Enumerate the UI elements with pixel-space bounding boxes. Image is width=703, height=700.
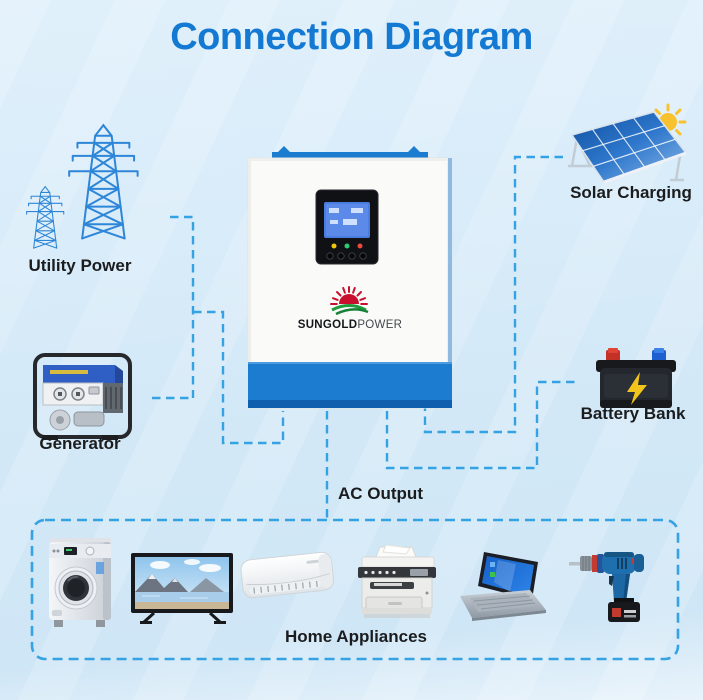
home-appliances-box — [30, 518, 680, 661]
brand-text: SUNGOLDPOWER — [298, 319, 403, 331]
inverter-display-panel — [315, 189, 379, 265]
home-appliances-label: Home Appliances — [284, 627, 428, 646]
solar-panel-icon — [568, 103, 688, 184]
utility-power-label: Utility Power — [28, 256, 132, 275]
inverter-bottom-band — [248, 362, 452, 408]
battery-bank-label: Battery Bank — [580, 404, 686, 423]
inverter-icon: SUNGOLDPOWER — [247, 146, 452, 409]
utility-power-towers-icon — [26, 124, 139, 249]
wire-utility-to-trunk — [170, 215, 195, 398]
battery-bank-icon — [596, 348, 676, 408]
wire-trunk-to-inverter-ac-in — [193, 310, 285, 445]
solar-charging-label: Solar Charging — [570, 183, 692, 202]
page-title: Connection Diagram — [170, 16, 533, 58]
generator-label: Generator — [39, 434, 121, 453]
printer-icon — [358, 544, 436, 618]
ac-output-label: AC Output — [338, 484, 423, 503]
lightning-bolt-icon — [627, 372, 647, 405]
washing-machine-icon — [49, 538, 111, 627]
led-green — [344, 243, 350, 249]
air-conditioner-icon — [240, 551, 334, 599]
inverter-buttons — [326, 252, 367, 260]
generator-icon — [33, 353, 132, 440]
led-yellow — [331, 243, 337, 249]
sungold-logo: SUNGOLDPOWER — [298, 286, 403, 331]
power-drill-icon — [569, 552, 644, 622]
laptop-icon — [460, 552, 546, 621]
tv-icon — [131, 553, 233, 624]
inverter-mount-bracket — [272, 146, 428, 160]
led-red — [357, 243, 363, 249]
wire-solar-to-inverter-pv-in — [423, 155, 563, 434]
